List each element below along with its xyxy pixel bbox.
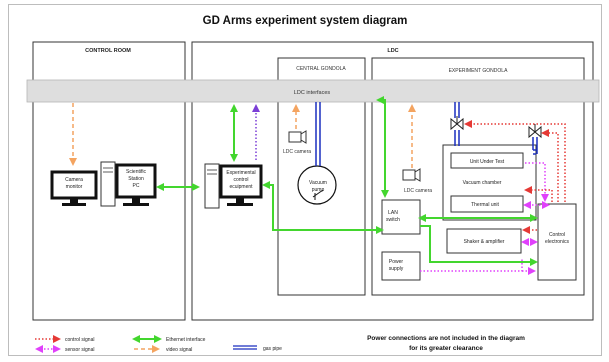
ldc-camera-experiment-label: LDC camera bbox=[404, 188, 432, 194]
video-links bbox=[69, 103, 416, 168]
lan-switch-label-1: LAN bbox=[388, 210, 398, 216]
legend-ethernet-interface: Ethernet interface bbox=[132, 335, 206, 343]
legend: control signal sensor signal Ethernet in… bbox=[35, 335, 282, 353]
power-supply-label-2: supply bbox=[389, 266, 404, 272]
ldc-interfaces-label: LDC interfaces bbox=[294, 90, 331, 96]
lan-switch-label-2: switch bbox=[386, 217, 400, 223]
power-note-line-2: for its greater clearance bbox=[409, 345, 483, 352]
experimental-control-label-1: Experimental bbox=[226, 170, 255, 176]
sensor-links bbox=[252, 104, 550, 275]
ldc-interfaces-bus bbox=[26, 79, 600, 103]
ldc-camera-experiment-icon bbox=[402, 168, 421, 182]
ldc-region-label: LDC bbox=[387, 48, 398, 54]
vacuum-chamber-label: Vacuum chamber bbox=[463, 180, 502, 186]
control-room-region bbox=[32, 41, 186, 321]
control-room-label: CONTROL ROOM bbox=[85, 48, 131, 54]
legend-control-signal: control signal bbox=[35, 335, 94, 343]
control-links bbox=[464, 120, 566, 234]
scientific-pc-label-1: Scientific bbox=[126, 169, 147, 175]
valve-icon-2 bbox=[528, 124, 542, 139]
ethernet-links bbox=[156, 96, 538, 266]
camera-monitor-label-1: Camera bbox=[65, 177, 83, 183]
legend-ethernet-interface-label: Ethernet interface bbox=[166, 337, 206, 343]
legend-control-signal-label: control signal bbox=[65, 337, 94, 343]
power-supply-label-1: Power bbox=[389, 259, 404, 265]
experiment-gondola-region bbox=[371, 57, 585, 296]
legend-video-signal-label: video signal bbox=[166, 347, 192, 353]
lan-switch bbox=[381, 199, 421, 235]
power-supply bbox=[381, 251, 421, 281]
camera-monitor-label-2: monitor bbox=[66, 184, 83, 190]
gas-pipe-central bbox=[315, 102, 321, 166]
unit-under-test-label: Unit Under Test bbox=[470, 159, 505, 165]
gas-pipe-experiment bbox=[454, 102, 538, 155]
shaker-amplifier-label: Shaker & amplifier bbox=[464, 239, 505, 245]
control-electronics-label-2: electronics bbox=[545, 239, 569, 245]
legend-video-signal: video signal bbox=[134, 345, 192, 353]
vacuum-pump-label-2: pump bbox=[312, 187, 325, 193]
unit-under-test bbox=[450, 152, 524, 169]
control-electronics-label-1: Control bbox=[549, 232, 565, 238]
experiment-gondola-label: EXPERIMENT GONDOLA bbox=[449, 68, 508, 74]
control-electronics bbox=[537, 203, 577, 281]
valve-icon-1 bbox=[450, 116, 464, 131]
thermal-unit-label: Thermal unit bbox=[471, 202, 499, 208]
shaker-amplifier bbox=[446, 228, 522, 254]
central-gondola-region bbox=[277, 57, 366, 296]
experimental-control-label-2: control bbox=[233, 177, 248, 183]
scientific-pc bbox=[100, 161, 157, 207]
experimental-control-label-3: ecuipment bbox=[229, 184, 253, 190]
vacuum-pump-label-1: Vacuum bbox=[309, 180, 327, 186]
ldc-camera-central-icon bbox=[288, 130, 307, 144]
legend-sensor-signal-label: sensor signal bbox=[65, 347, 94, 353]
legend-gas-pipe-label: gas pipe bbox=[263, 346, 282, 352]
experimental-control-equipment bbox=[204, 163, 263, 209]
scientific-pc-label-3: PC bbox=[133, 183, 140, 189]
ldc-camera-central-label: LDC camera bbox=[283, 149, 311, 155]
central-gondola-label: CENTRAL GONDOLA bbox=[296, 66, 346, 72]
legend-sensor-signal: sensor signal bbox=[35, 345, 94, 353]
power-note-line-1: Power connections are not included in th… bbox=[367, 335, 525, 342]
camera-monitor bbox=[50, 170, 98, 206]
scientific-pc-label-2: Station bbox=[128, 176, 144, 182]
diagram-title: GD Arms experiment system diagram bbox=[203, 15, 408, 27]
legend-gas-pipe: gas pipe bbox=[233, 345, 282, 352]
ldc-region bbox=[191, 41, 594, 321]
